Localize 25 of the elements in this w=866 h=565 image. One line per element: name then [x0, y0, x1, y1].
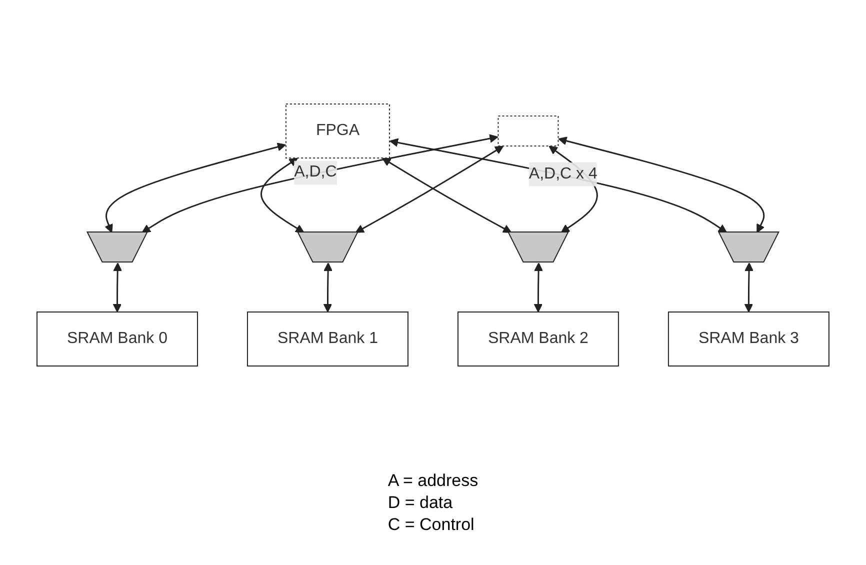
node-trapezoid: [86, 232, 148, 262]
node-trapezoid: [507, 232, 570, 262]
arrow: [355, 146, 504, 233]
edge-label: A,D,C x 4: [528, 165, 598, 182]
arrow: [112, 262, 122, 312]
node-box: FPGA: [285, 104, 390, 158]
legend-note: A = address: [388, 471, 478, 491]
arrow: [744, 262, 754, 312]
legend-note: C = Control: [388, 515, 474, 535]
node-trapezoid: [718, 232, 780, 262]
node-trapezoid: [296, 232, 359, 262]
node-box: SRAM Bank 0: [36, 312, 198, 366]
node-box: SRAM Bank 3: [668, 312, 830, 366]
arrow: [142, 134, 498, 233]
legend-note: D = data: [388, 493, 453, 513]
arrow: [104, 142, 286, 233]
arrow: [558, 136, 765, 233]
arrow: [323, 262, 332, 312]
edge-label: A,D,C: [294, 164, 337, 181]
arrow: [534, 262, 543, 312]
node-box: [498, 116, 559, 146]
arrow: [382, 158, 512, 233]
arrow: [260, 158, 304, 233]
node-box: SRAM Bank 2: [458, 312, 619, 366]
node-box: SRAM Bank 1: [247, 312, 408, 366]
